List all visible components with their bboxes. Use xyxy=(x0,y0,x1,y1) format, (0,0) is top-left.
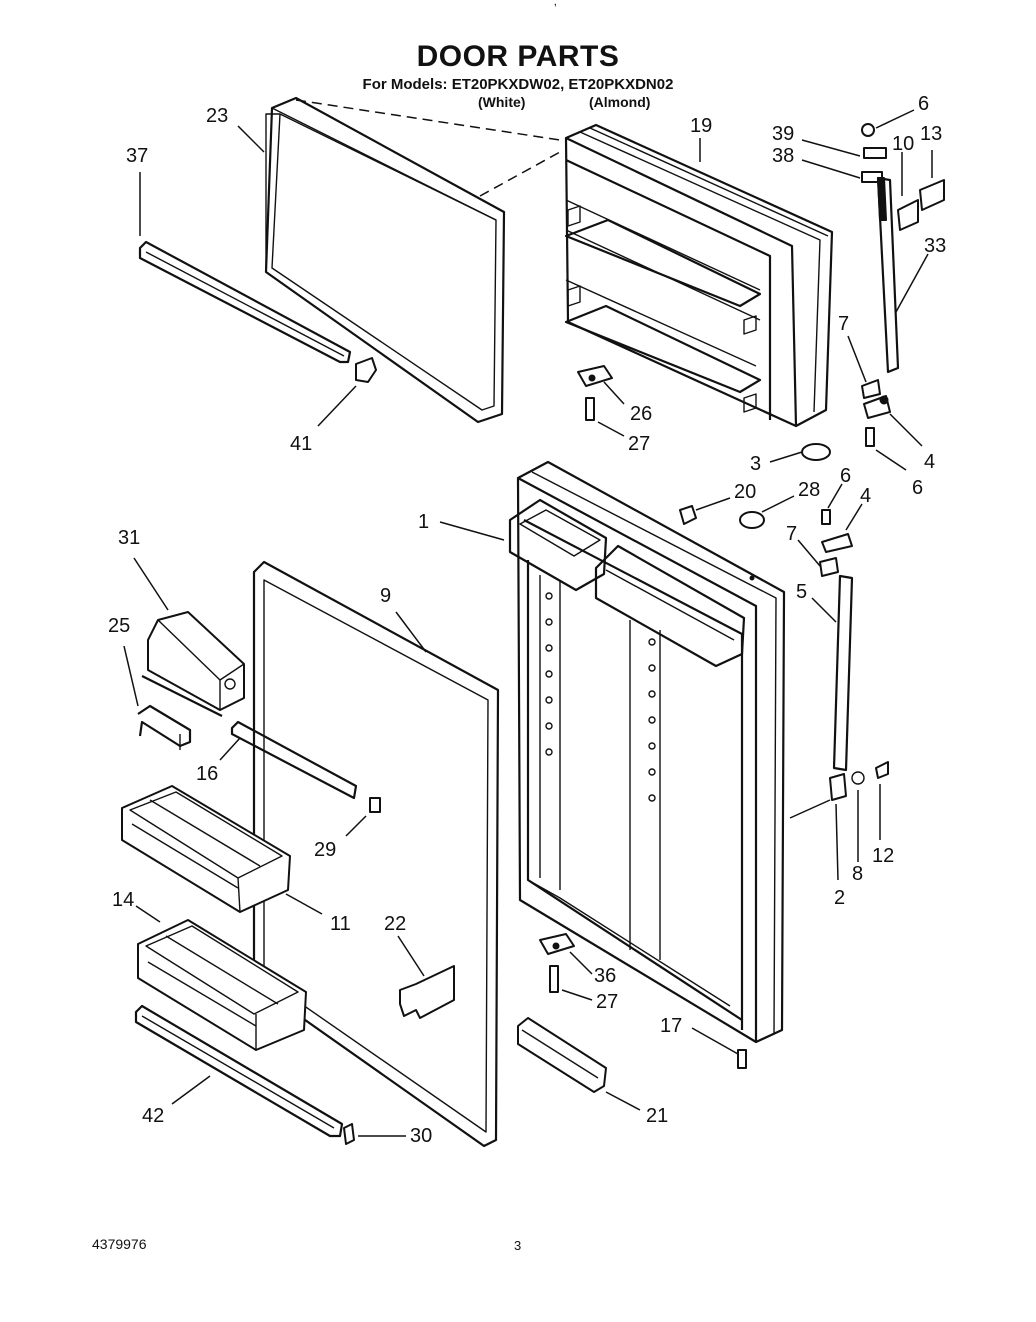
callout-2: 2 xyxy=(834,887,845,909)
callout-33: 33 xyxy=(924,235,946,257)
callout-29: 29 xyxy=(314,839,336,861)
callout-4-upper: 4 xyxy=(924,451,935,473)
callout-26: 26 xyxy=(630,403,652,425)
callout-3: 3 xyxy=(750,453,761,475)
freezer-door xyxy=(564,123,834,428)
callout-7-upper: 7 xyxy=(838,313,849,335)
callout-7-lower: 7 xyxy=(786,523,797,545)
callout-36: 36 xyxy=(594,965,616,987)
page-number: 3 xyxy=(514,1238,522,1253)
callout-6-hinge: 6 xyxy=(912,477,923,499)
freezer-door-hinge-pin xyxy=(577,365,613,421)
callout-labels: 1 2 3 4 4 5 6 6 6 7 7 8 9 10 11 12 13 14… xyxy=(108,93,946,1147)
callout-20: 20 xyxy=(734,481,756,503)
callout-13: 13 xyxy=(920,123,942,145)
callout-22: 22 xyxy=(384,913,406,935)
callout-19: 19 xyxy=(690,115,712,137)
bracket-22 xyxy=(399,965,455,1019)
lower-hinge-parts xyxy=(789,509,889,819)
screw-17 xyxy=(737,1049,747,1069)
callout-11: 11 xyxy=(330,913,351,935)
document-number: 4379976 xyxy=(92,1236,147,1252)
plug-28 xyxy=(739,511,765,529)
fresh-food-door xyxy=(508,460,786,1044)
cover-21 xyxy=(517,1017,607,1093)
callout-1: 1 xyxy=(418,511,429,533)
end-cap-41 xyxy=(355,357,377,383)
trim-strip-42 xyxy=(134,1004,344,1138)
fresh-food-gasket xyxy=(252,560,500,1148)
variant-white: (White) xyxy=(478,94,526,110)
callout-9: 9 xyxy=(380,585,391,607)
callout-14: 14 xyxy=(112,889,134,911)
door-bin-14 xyxy=(137,919,307,1051)
callout-37: 37 xyxy=(126,145,148,167)
callout-27-lower: 27 xyxy=(596,991,618,1013)
door-bin-11 xyxy=(121,785,291,913)
freezer-gasket xyxy=(264,96,506,424)
callout-12: 12 xyxy=(872,845,894,867)
fresh-food-hinge-pin xyxy=(539,933,575,993)
variant-almond: (Almond) xyxy=(589,94,651,110)
callout-31: 31 xyxy=(118,527,140,549)
callout-28: 28 xyxy=(798,479,820,501)
callout-30: 30 xyxy=(410,1125,432,1147)
callout-4-lower: 4 xyxy=(860,485,871,507)
leader-lines xyxy=(123,109,933,1137)
plug-20 xyxy=(679,505,697,525)
callout-5: 5 xyxy=(796,581,807,603)
trim-strip-16 xyxy=(230,720,358,800)
callout-27-top: 27 xyxy=(628,433,650,455)
callout-25: 25 xyxy=(108,615,130,637)
callout-6-lower: 6 xyxy=(840,465,851,487)
callout-17: 17 xyxy=(660,1015,682,1037)
callout-21: 21 xyxy=(646,1105,668,1127)
callout-8: 8 xyxy=(852,863,863,885)
end-cap-30 xyxy=(343,1123,355,1145)
end-cap-29 xyxy=(369,797,381,813)
top-mark: ' , xyxy=(532,0,565,8)
callout-41: 41 xyxy=(290,433,312,455)
freezer-trim-strip xyxy=(138,240,352,364)
butter-hinge-25 xyxy=(137,704,192,750)
callout-39: 39 xyxy=(772,123,794,145)
callout-6-top: 6 xyxy=(918,93,929,115)
callout-23: 23 xyxy=(206,105,228,127)
page-title: DOOR PARTS xyxy=(416,40,620,73)
callout-42: 42 xyxy=(142,1105,164,1127)
upper-hinge-parts xyxy=(801,123,945,461)
callout-38: 38 xyxy=(772,145,794,167)
models-line: For Models: ET20PKXDW02, ET20PKXDN02 xyxy=(362,76,674,93)
butter-compartment xyxy=(141,611,245,717)
callout-16: 16 xyxy=(196,763,218,785)
callout-10: 10 xyxy=(892,133,914,155)
